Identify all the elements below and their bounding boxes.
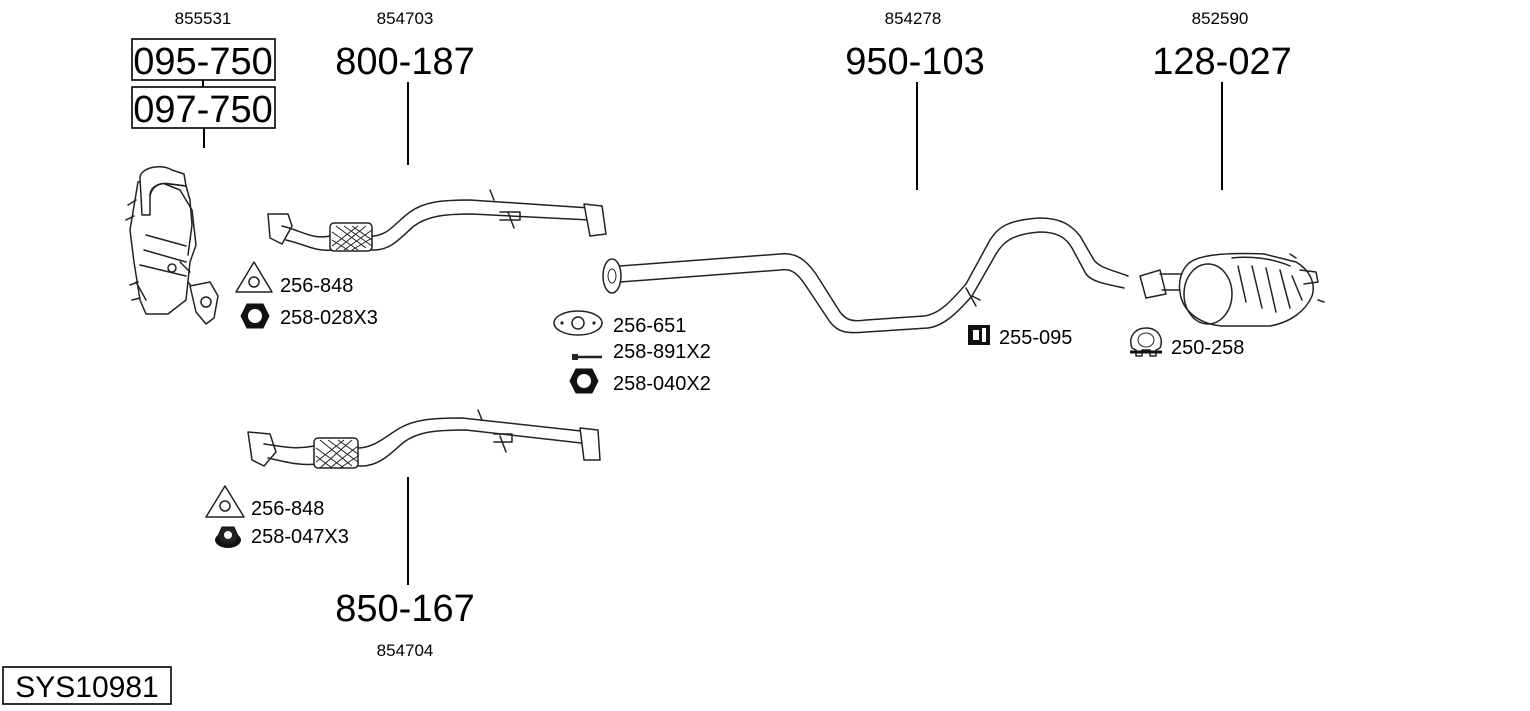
clamp-label: 250-258: [1171, 337, 1244, 359]
gasket-mid-icon[interactable]: [553, 310, 603, 336]
catalytic-ref-label: 855531: [175, 9, 232, 28]
front-pipe-top-drawing[interactable]: [267, 189, 607, 252]
nut-bottom-icon[interactable]: [215, 526, 241, 548]
hanger-rubber-icon[interactable]: [968, 325, 990, 345]
middle-pipe-drawing[interactable]: [602, 217, 1129, 334]
front-pipe-bottom-ref-label: 854704: [377, 641, 434, 660]
rear-silencer-drawing[interactable]: [1139, 252, 1325, 327]
front-pipe-bottom-number[interactable]: 850-167: [335, 588, 474, 630]
front-pipe-top-ref-label: 854703: [377, 9, 434, 28]
rear-silencer-ref-label: 852590: [1192, 9, 1249, 28]
nut-top-icon[interactable]: [240, 303, 270, 329]
nut-top-label: 258-028X3: [280, 307, 378, 329]
gasket-bottom-label: 256-848: [251, 498, 324, 520]
middle-pipe-number[interactable]: 950-103: [845, 41, 984, 83]
gasket-mid-label: 256-651: [613, 315, 686, 337]
gasket-top-icon[interactable]: [235, 261, 273, 293]
bolt-mid-label: 258-891X2: [613, 341, 711, 363]
gasket-bottom-icon[interactable]: [205, 485, 245, 518]
bolt-mid-icon[interactable]: [572, 354, 602, 360]
front-pipe-top-number[interactable]: 800-187: [335, 41, 474, 83]
catalytic-number-a[interactable]: 095-750: [133, 41, 272, 83]
system-id-label: SYS10981: [15, 671, 158, 704]
catalytic-converter-drawing[interactable]: [125, 166, 219, 325]
nut-bottom-label: 258-047X3: [251, 526, 349, 548]
middle-pipe-ref-label: 854278: [885, 9, 942, 28]
nut-mid-icon[interactable]: [569, 368, 599, 394]
gasket-top-label: 256-848: [280, 275, 353, 297]
front-pipe-bottom-drawing[interactable]: [247, 409, 601, 469]
nut-mid-label: 258-040X2: [613, 373, 711, 395]
hanger-rubber-label: 255-095: [999, 327, 1072, 349]
catalytic-number-b[interactable]: 097-750: [133, 89, 272, 131]
system-id-box: [2, 666, 172, 705]
clamp-icon[interactable]: [1130, 327, 1162, 357]
rear-silencer-number[interactable]: 128-027: [1152, 41, 1291, 83]
